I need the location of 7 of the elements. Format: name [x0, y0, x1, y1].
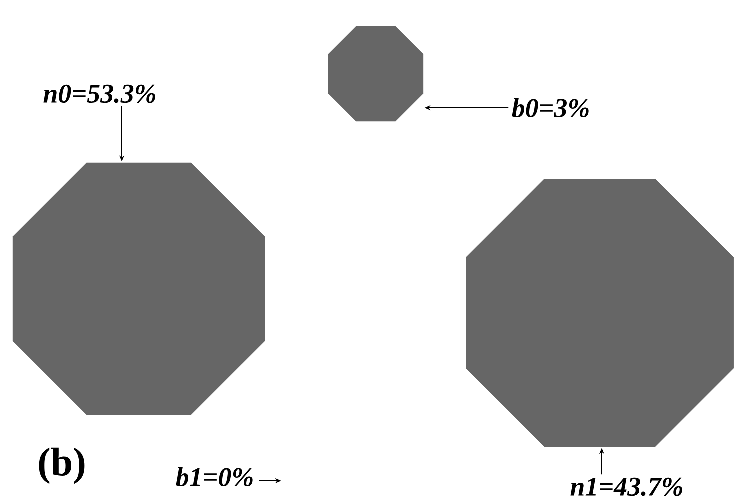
percent-label: n1=43.7% — [570, 478, 682, 496]
percent-label: b1=0% — [176, 467, 253, 487]
octagon-shape — [466, 179, 734, 447]
octagon-shape — [12, 162, 266, 416]
octagon-shape — [328, 26, 424, 122]
percent-label: n0=53.3% — [44, 84, 156, 104]
percent-label: b0=3% — [512, 98, 589, 118]
